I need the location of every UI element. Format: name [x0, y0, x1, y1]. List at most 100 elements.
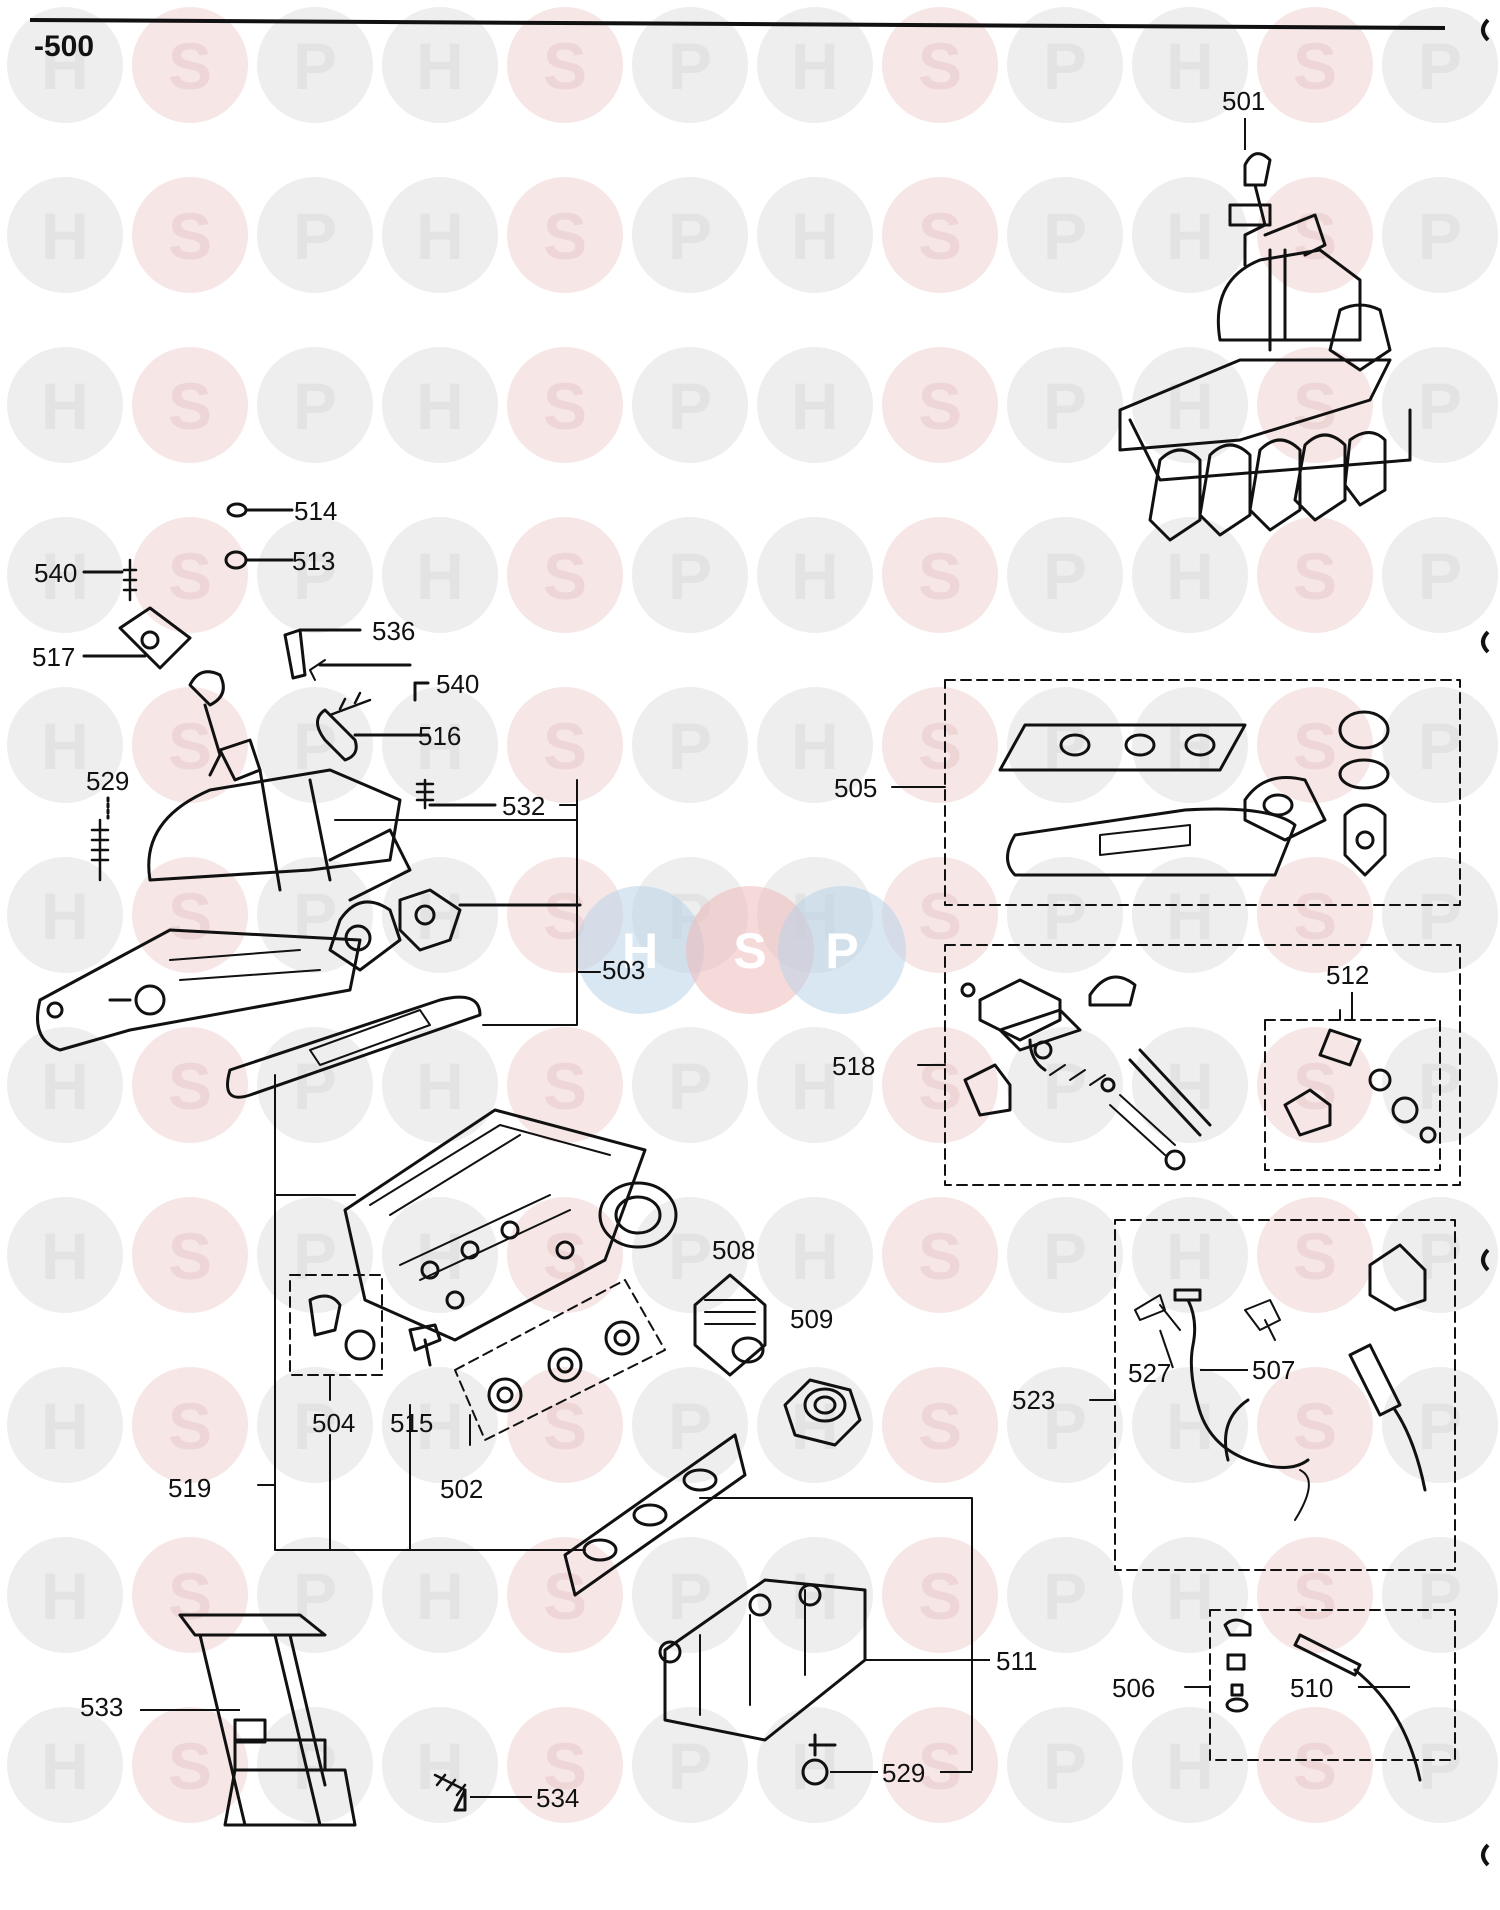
- watermark-letter: P: [668, 1729, 712, 1803]
- leader-519: [257, 1074, 586, 1551]
- watermark-letter: S: [168, 369, 212, 443]
- watermark-letter: P: [293, 369, 337, 443]
- watermark-letter: H: [416, 709, 464, 783]
- watermark-circle: [757, 177, 873, 293]
- watermark-letter: P: [293, 1559, 337, 1633]
- watermark-letter: S: [168, 1389, 212, 1463]
- watermark-letter: H: [1166, 879, 1214, 953]
- watermark-letter: H: [41, 1729, 89, 1803]
- label-515: 515: [390, 1408, 434, 1438]
- label-505: 505: [834, 773, 878, 803]
- watermark-circle: [1382, 1197, 1498, 1313]
- watermark-letter: H: [41, 1559, 89, 1633]
- part-536-pin: [283, 628, 412, 681]
- label-514: 514: [294, 496, 338, 526]
- part-511-gas-valve: [658, 1578, 867, 1786]
- part-515-screw: [408, 1323, 442, 1551]
- watermark-circle: [1382, 177, 1498, 293]
- watermark-letter: P: [1043, 199, 1087, 273]
- label-511: 511: [996, 1646, 1038, 1676]
- watermark-letter: H: [41, 1049, 89, 1123]
- watermark-circle: [632, 1027, 748, 1143]
- label-527: 527: [1128, 1358, 1172, 1388]
- watermark-circle: [632, 517, 748, 633]
- watermark-letter: P: [1043, 29, 1087, 103]
- watermark-letter: S: [168, 1219, 212, 1293]
- label-512: 512: [1326, 960, 1370, 990]
- watermark-circle: [257, 517, 373, 633]
- label-540-top: 540: [34, 558, 78, 588]
- label-508: 508: [712, 1235, 756, 1265]
- watermark-circle: [757, 1367, 873, 1483]
- watermark-letter: P: [1043, 369, 1087, 443]
- page-edge-mark: [1481, 630, 1490, 654]
- label-523: 523: [1012, 1385, 1056, 1415]
- watermark-letter: H: [416, 1559, 464, 1633]
- watermark-circle: [882, 1537, 998, 1653]
- watermark-circle: [382, 1027, 498, 1143]
- watermark-circle: [507, 347, 623, 463]
- watermark-circle: [1257, 7, 1373, 123]
- label-504: 504: [312, 1408, 356, 1438]
- watermark-circle: [1007, 1537, 1123, 1653]
- watermark-circle: [257, 1707, 373, 1823]
- watermark-circle: [1382, 1707, 1498, 1823]
- label-501: 501: [1222, 86, 1266, 116]
- watermark-circle: [882, 687, 998, 803]
- label-506: 506: [1112, 1673, 1156, 1703]
- watermark-circle: [632, 1707, 748, 1823]
- watermark-circle: [1382, 517, 1498, 633]
- label-507: 507: [1252, 1355, 1296, 1385]
- watermark-circle: [382, 1707, 498, 1823]
- watermark-circle: [507, 1367, 623, 1483]
- watermark-letter: P: [1043, 1559, 1087, 1633]
- watermark-letter: H: [416, 1049, 464, 1123]
- watermark-circle: [1132, 1027, 1248, 1143]
- watermark-circle: [382, 7, 498, 123]
- part-503-gasket: [226, 888, 582, 1099]
- part-regulator-body: [36, 670, 412, 1052]
- watermark-circle: [1132, 347, 1248, 463]
- page-edge-mark: [1481, 18, 1490, 42]
- watermark-letter: S: [543, 709, 587, 783]
- watermark-letter: S: [543, 1729, 587, 1803]
- watermark-letter: P: [1043, 879, 1087, 953]
- part-509-nut: [783, 1378, 862, 1447]
- watermark-circle: [1382, 687, 1498, 803]
- watermark-letter: H: [791, 369, 839, 443]
- watermark-letter: P: [668, 1049, 712, 1123]
- watermark-letter: P: [1043, 1389, 1087, 1463]
- watermark-letter: H: [416, 1219, 464, 1293]
- watermark-letter: P: [293, 29, 337, 103]
- watermark-circle: [882, 177, 998, 293]
- watermark-circle: [882, 1197, 998, 1313]
- watermark-circle: [1257, 1367, 1373, 1483]
- part-533-bracket: [178, 1613, 357, 1827]
- watermark-letter: S: [1293, 29, 1337, 103]
- watermark-circle: [1382, 7, 1498, 123]
- watermark-letter: H: [791, 29, 839, 103]
- watermark-letter: S: [918, 29, 962, 103]
- watermark-circle: [632, 1367, 748, 1483]
- watermark-letter: S: [543, 1559, 587, 1633]
- label-529-left: 529: [86, 766, 130, 796]
- watermark-circle: [757, 517, 873, 633]
- watermark-circle: [1132, 517, 1248, 633]
- part-502-injectors: [454, 1279, 666, 1446]
- watermark-letter: S: [543, 369, 587, 443]
- watermark-letter: S: [918, 879, 962, 953]
- watermark-circle: [1257, 1197, 1373, 1313]
- label-513: 513: [292, 546, 336, 576]
- watermark-circle: [7, 7, 123, 123]
- watermark-circle: [132, 687, 248, 803]
- watermark-circle: [132, 1197, 248, 1313]
- watermark-letter: H: [1166, 1729, 1214, 1803]
- watermark-circle: [632, 7, 748, 123]
- watermark-circle: [1007, 177, 1123, 293]
- watermark-circle: [632, 177, 748, 293]
- watermark-letter: S: [168, 29, 212, 103]
- watermark-letter: H: [791, 199, 839, 273]
- page-edge-mark: [1481, 1248, 1490, 1272]
- watermark-letter: P: [1043, 539, 1087, 613]
